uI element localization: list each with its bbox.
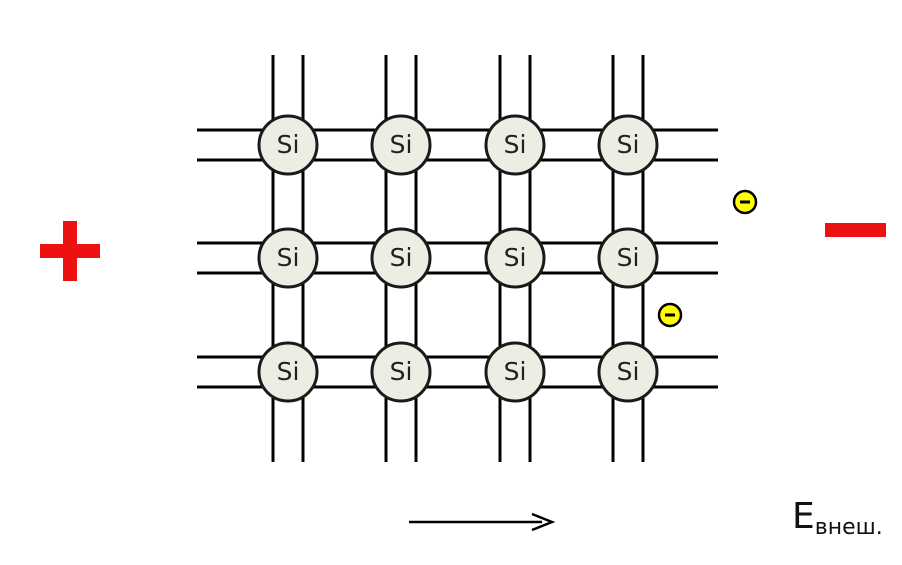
negative-terminal-icon [825, 223, 886, 237]
silicon-atom: Si [370, 341, 432, 403]
atom-circle [597, 114, 659, 176]
silicon-atom: Si [597, 114, 659, 176]
electron-minus-sign [665, 313, 675, 317]
atom-circle [484, 227, 546, 289]
atom-circle [484, 341, 546, 403]
atom-circle [597, 341, 659, 403]
external-field-label: Eвнеш. [792, 496, 883, 540]
atom-circle [597, 227, 659, 289]
silicon-atom: Si [484, 227, 546, 289]
atom-label: Si [277, 243, 300, 272]
atom-label: Si [390, 357, 413, 386]
atom-label: Si [504, 130, 527, 159]
atom-label: Si [617, 130, 640, 159]
atom-label: Si [504, 357, 527, 386]
plus-vertical-bar [63, 221, 77, 281]
silicon-atom: Si [370, 227, 432, 289]
positive-terminal-icon [40, 221, 100, 281]
silicon-atom: Si [257, 227, 319, 289]
arrow-head [531, 512, 556, 532]
silicon-atom: Si [484, 341, 546, 403]
free-electrons [657, 189, 758, 328]
field-symbol: E [792, 496, 815, 537]
atom-label: Si [277, 357, 300, 386]
field-subscript: внеш. [814, 515, 883, 540]
silicon-atom: Si [257, 341, 319, 403]
atom-circle [257, 227, 319, 289]
electron-minus-sign [740, 200, 750, 204]
atom-label: Si [390, 130, 413, 159]
silicon-atom: Si [597, 227, 659, 289]
atom-circle [257, 341, 319, 403]
atom-label: Si [504, 243, 527, 272]
silicon-atom: Si [484, 114, 546, 176]
atom-label: Si [390, 243, 413, 272]
atom-label: Si [617, 243, 640, 272]
atom-circle [257, 114, 319, 176]
silicon-atom: Si [257, 114, 319, 176]
atom-circle [484, 114, 546, 176]
atom-label: Si [277, 130, 300, 159]
atom-circle [370, 114, 432, 176]
electron-icon [657, 302, 683, 328]
atom-label: Si [617, 357, 640, 386]
atom-circle [370, 227, 432, 289]
silicon-atom: Si [597, 341, 659, 403]
atom-circle [370, 341, 432, 403]
electron-icon [732, 189, 758, 215]
silicon-atom: Si [370, 114, 432, 176]
field-direction-arrow-icon [409, 512, 556, 532]
